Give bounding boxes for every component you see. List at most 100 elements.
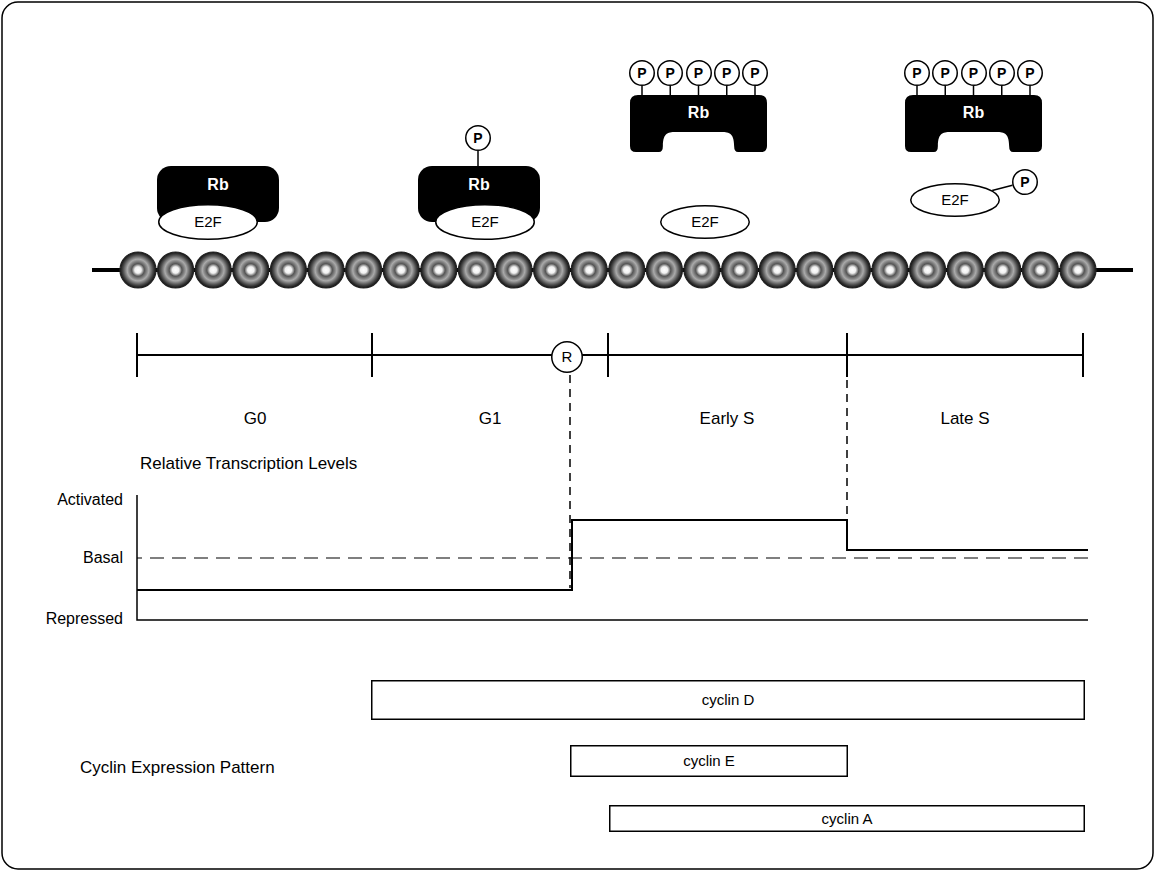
phosphate-bond (754, 86, 756, 96)
timeline-axis (137, 354, 1083, 356)
node-text: Rb (963, 103, 984, 122)
node-text: E2F (691, 213, 719, 231)
timeline-ticks (137, 333, 1083, 377)
phosphate-circle: P (686, 60, 712, 86)
e2f-ellipse: E2F (158, 204, 258, 240)
node-text: P (637, 65, 646, 82)
node-text: cyclin D (702, 691, 755, 709)
nucleosome (496, 252, 532, 288)
nucleosome (1060, 252, 1096, 288)
phosphate-bond (726, 86, 728, 96)
phosphate-circle: P (714, 60, 740, 86)
nucleosome (195, 252, 231, 288)
cyclin-bar: cyclin D (371, 680, 1085, 720)
phase-label: Early S (700, 409, 755, 429)
node-text: P (750, 65, 759, 82)
axis-label: Activated (57, 490, 123, 509)
nucleosome (308, 252, 344, 288)
nucleosome (684, 252, 720, 288)
rb-protein: RbE2F (157, 166, 279, 222)
nucleosome (158, 252, 194, 288)
rb-protein: Rb (630, 95, 767, 152)
phase-label: G1 (479, 409, 502, 429)
nucleosome (759, 252, 795, 288)
phosphate-bond (945, 86, 947, 96)
restriction-dashed-line (569, 375, 571, 588)
phosphate-bond (916, 86, 918, 96)
nucleosome (346, 252, 382, 288)
transcription-step-line (137, 520, 1088, 590)
nucleosome (120, 252, 156, 288)
e2f-ellipse: E2F (435, 204, 535, 240)
rb-protein-outline (905, 95, 1042, 152)
phosphate-circle: P (904, 60, 930, 86)
node-text: P (969, 65, 978, 82)
nucleosome (872, 252, 908, 288)
nucleosome (270, 252, 306, 288)
node-text: Rb (688, 103, 709, 122)
phase-label: Late S (940, 409, 989, 429)
chart-title-label: Cyclin Expression Pattern (80, 758, 275, 778)
nucleosome (383, 252, 419, 288)
nucleosome (1022, 252, 1058, 288)
phosphate-circle: P (465, 125, 491, 151)
nucleosome (797, 252, 833, 288)
phosphate-bond (992, 185, 1012, 190)
node-text: P (997, 65, 1006, 82)
nucleosome (910, 252, 946, 288)
node-text: P (666, 65, 675, 82)
node-text: R (562, 348, 573, 366)
axis-label: Repressed (46, 609, 123, 628)
node-text: Rb (468, 175, 489, 194)
phosphate-bond (641, 86, 643, 96)
phosphate-circle: P (1017, 60, 1043, 86)
nucleosome (834, 252, 870, 288)
cyclin-bar: cyclin A (609, 805, 1085, 832)
nucleosome (233, 252, 269, 288)
nucleosome (421, 252, 457, 288)
nucleosome (458, 252, 494, 288)
node-text: P (1025, 65, 1034, 82)
node-text: Rb (207, 175, 228, 194)
rb-protein: RbE2F (418, 166, 540, 222)
axis-label: Basal (83, 548, 123, 567)
node-text: P (473, 130, 482, 147)
phosphate-bond (973, 86, 975, 96)
node-text: cyclin E (683, 752, 735, 770)
phosphate-bond (1001, 86, 1003, 96)
phosphate-circle: P (932, 60, 958, 86)
phosphate-circle: P (742, 60, 768, 86)
node-text: P (912, 65, 921, 82)
phosphate-circle: P (961, 60, 987, 86)
node-text: P (722, 65, 731, 82)
node-text: E2F (471, 213, 499, 231)
phosphate-circle: P (629, 60, 655, 86)
nucleosome (722, 252, 758, 288)
nucleosome-chain (120, 252, 1096, 288)
node-text: P (941, 65, 950, 82)
phosphate-circle: P (1012, 169, 1038, 195)
rb-protein: Rb (905, 95, 1042, 152)
phosphate-bond (670, 86, 672, 96)
restriction-point: R (551, 341, 583, 373)
phosphate-circle: P (657, 60, 683, 86)
e2f-ellipse: E2F (660, 205, 750, 239)
node-text: E2F (194, 213, 222, 231)
node-text: E2F (941, 191, 969, 209)
node-text: cyclin A (822, 810, 873, 828)
phosphate-bond (698, 86, 700, 96)
nucleosome (571, 252, 607, 288)
nucleosome (947, 252, 983, 288)
rb-protein-outline (630, 95, 767, 152)
nucleosome (646, 252, 682, 288)
node-text: P (1020, 174, 1029, 191)
phosphate-bond (477, 151, 479, 167)
phosphate-bond (1029, 86, 1031, 96)
cyclin-bar: cyclin E (570, 745, 848, 777)
phase-label: G0 (244, 409, 267, 429)
level-axis (137, 495, 1088, 620)
nucleosome (609, 252, 645, 288)
e2f-ellipse: E2F (910, 183, 1000, 217)
